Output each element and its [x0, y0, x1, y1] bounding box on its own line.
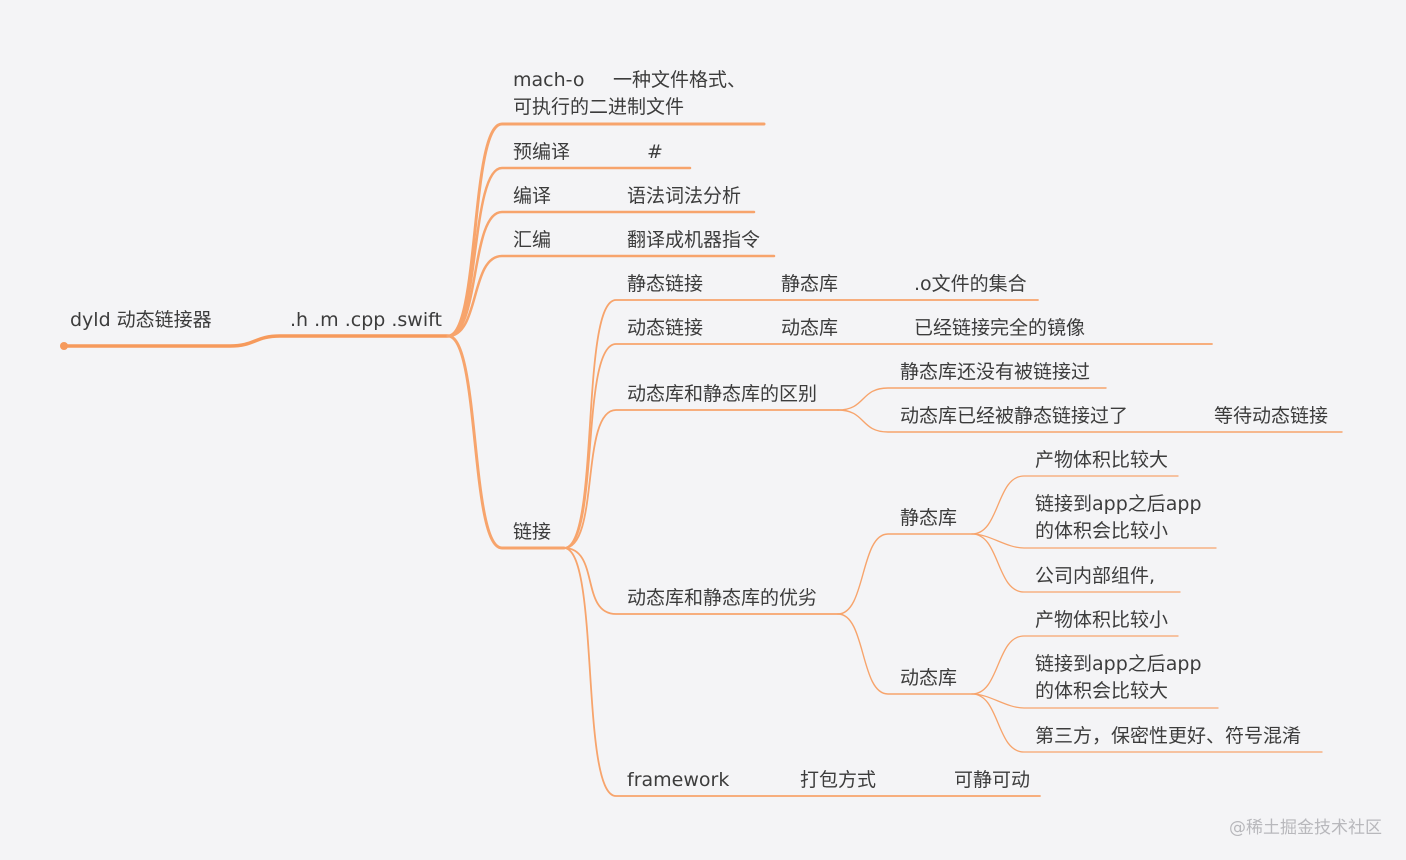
pc-dynamic-item-3: 第三方，保密性更好、符号混淆 [1035, 725, 1302, 747]
dynamic-lib-desc: 已经链接完全的镜像 [914, 317, 1086, 339]
edge-link [446, 334, 566, 550]
pc-dynamic-item-1: 产物体积比较小 [1035, 609, 1169, 631]
edge-pc-dynamic-1 [971, 635, 1179, 695]
pc-dynamic-item-2b: 的体积会比较大 [1035, 680, 1169, 702]
static-lib-desc: .o文件的集合 [914, 273, 1027, 295]
diff-dynamic-node: 动态库已经被静态链接过了 [900, 405, 1129, 427]
edge-framework [563, 547, 1041, 797]
edge-assemble [446, 254, 776, 338]
edge-pc-dynamic-3 [971, 693, 1323, 753]
edge-pros-cons [563, 547, 839, 615]
pc-dynamic-item-2a: 链接到app之后app [1035, 653, 1202, 675]
edge-pc-static [837, 533, 973, 615]
link-node[interactable]: 链接 [513, 521, 552, 543]
watermark: @稀土掘金技术社区 [1229, 818, 1382, 838]
edge-static-link [563, 299, 1039, 549]
framework-pack: 打包方式 [800, 769, 877, 791]
precompile-node[interactable]: 预编译 [513, 141, 571, 163]
compile-desc: 语法词法分析 [627, 185, 742, 207]
edge-compile [446, 210, 756, 338]
pc-static-item-1: 产物体积比较大 [1035, 449, 1169, 471]
source-node[interactable]: .h .m .cpp .swift [290, 309, 442, 331]
difference-node[interactable]: 动态库和静态库的区别 [627, 383, 818, 405]
assemble-node[interactable]: 汇编 [513, 229, 552, 251]
static-link-node[interactable]: 静态链接 [627, 273, 704, 295]
pc-dynamic-node[interactable]: 动态库 [900, 667, 958, 689]
pc-static-item-3: 公司内部组件, [1035, 565, 1156, 587]
edge-pc-dynamic [837, 613, 973, 695]
edge-difference [563, 409, 839, 549]
static-lib-node: 静态库 [781, 273, 839, 295]
edge-diff-dynamic [837, 409, 1343, 433]
edge-dynamic-link [563, 343, 1213, 549]
framework-mode: 可静可动 [954, 769, 1031, 791]
dynamic-link-node[interactable]: 动态链接 [627, 317, 704, 339]
dynamic-lib-node: 动态库 [781, 317, 839, 339]
diff-static-node: 静态库还没有被链接过 [900, 361, 1091, 383]
edge-pc-static-1 [971, 475, 1179, 535]
assemble-desc: 翻译成机器指令 [627, 229, 761, 251]
pc-static-item-2b: 的体积会比较小 [1035, 520, 1169, 542]
framework-node[interactable]: framework [627, 769, 730, 791]
edge-precompile [446, 166, 692, 338]
macho-desc-line-2: 可执行的二进制文件 [513, 96, 685, 118]
macho-node[interactable]: mach-o [513, 69, 585, 91]
macho-desc-line-1: 一种文件格式、 [613, 69, 747, 91]
pros-cons-node[interactable]: 动态库和静态库的优劣 [627, 587, 818, 609]
pc-static-node[interactable]: 静态库 [900, 507, 958, 529]
edge-pc-static-3 [971, 533, 1181, 593]
diff-dynamic-wait: 等待动态链接 [1214, 405, 1329, 427]
pc-static-item-2a: 链接到app之后app [1035, 493, 1202, 515]
root-node[interactable]: dyld 动态链接器 [70, 309, 212, 331]
precompile-hash: # [647, 141, 663, 163]
edge-root [62, 334, 450, 348]
edge-diff-static [837, 387, 1107, 411]
compile-node[interactable]: 编译 [513, 185, 552, 207]
